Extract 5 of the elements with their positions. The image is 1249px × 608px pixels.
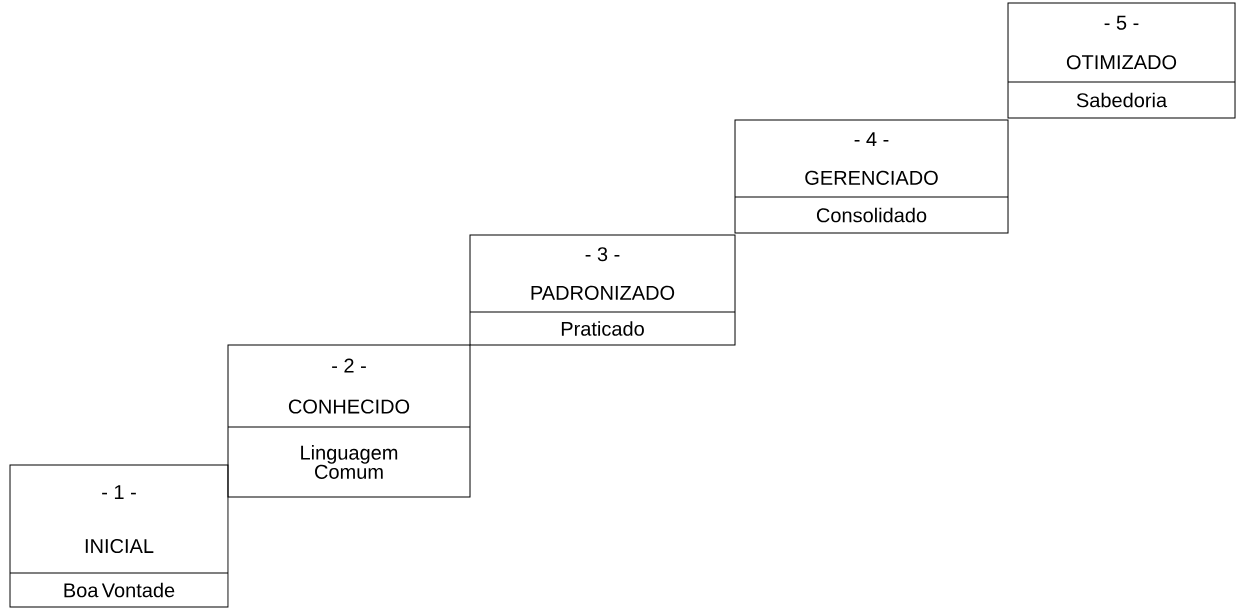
- level-box: - 1 - INICIAL Boa Vontade: [9, 464, 229, 608]
- level-box: - 3 - PADRONIZADO Praticado: [469, 234, 736, 346]
- level-box: - 2 - CONHECIDO Linguagem Comum: [227, 344, 471, 498]
- level-box: - 5 - OTIMIZADO Sabedoria: [1007, 2, 1236, 119]
- level-box: - 4 - GERENCIADO Consolidado: [734, 119, 1009, 234]
